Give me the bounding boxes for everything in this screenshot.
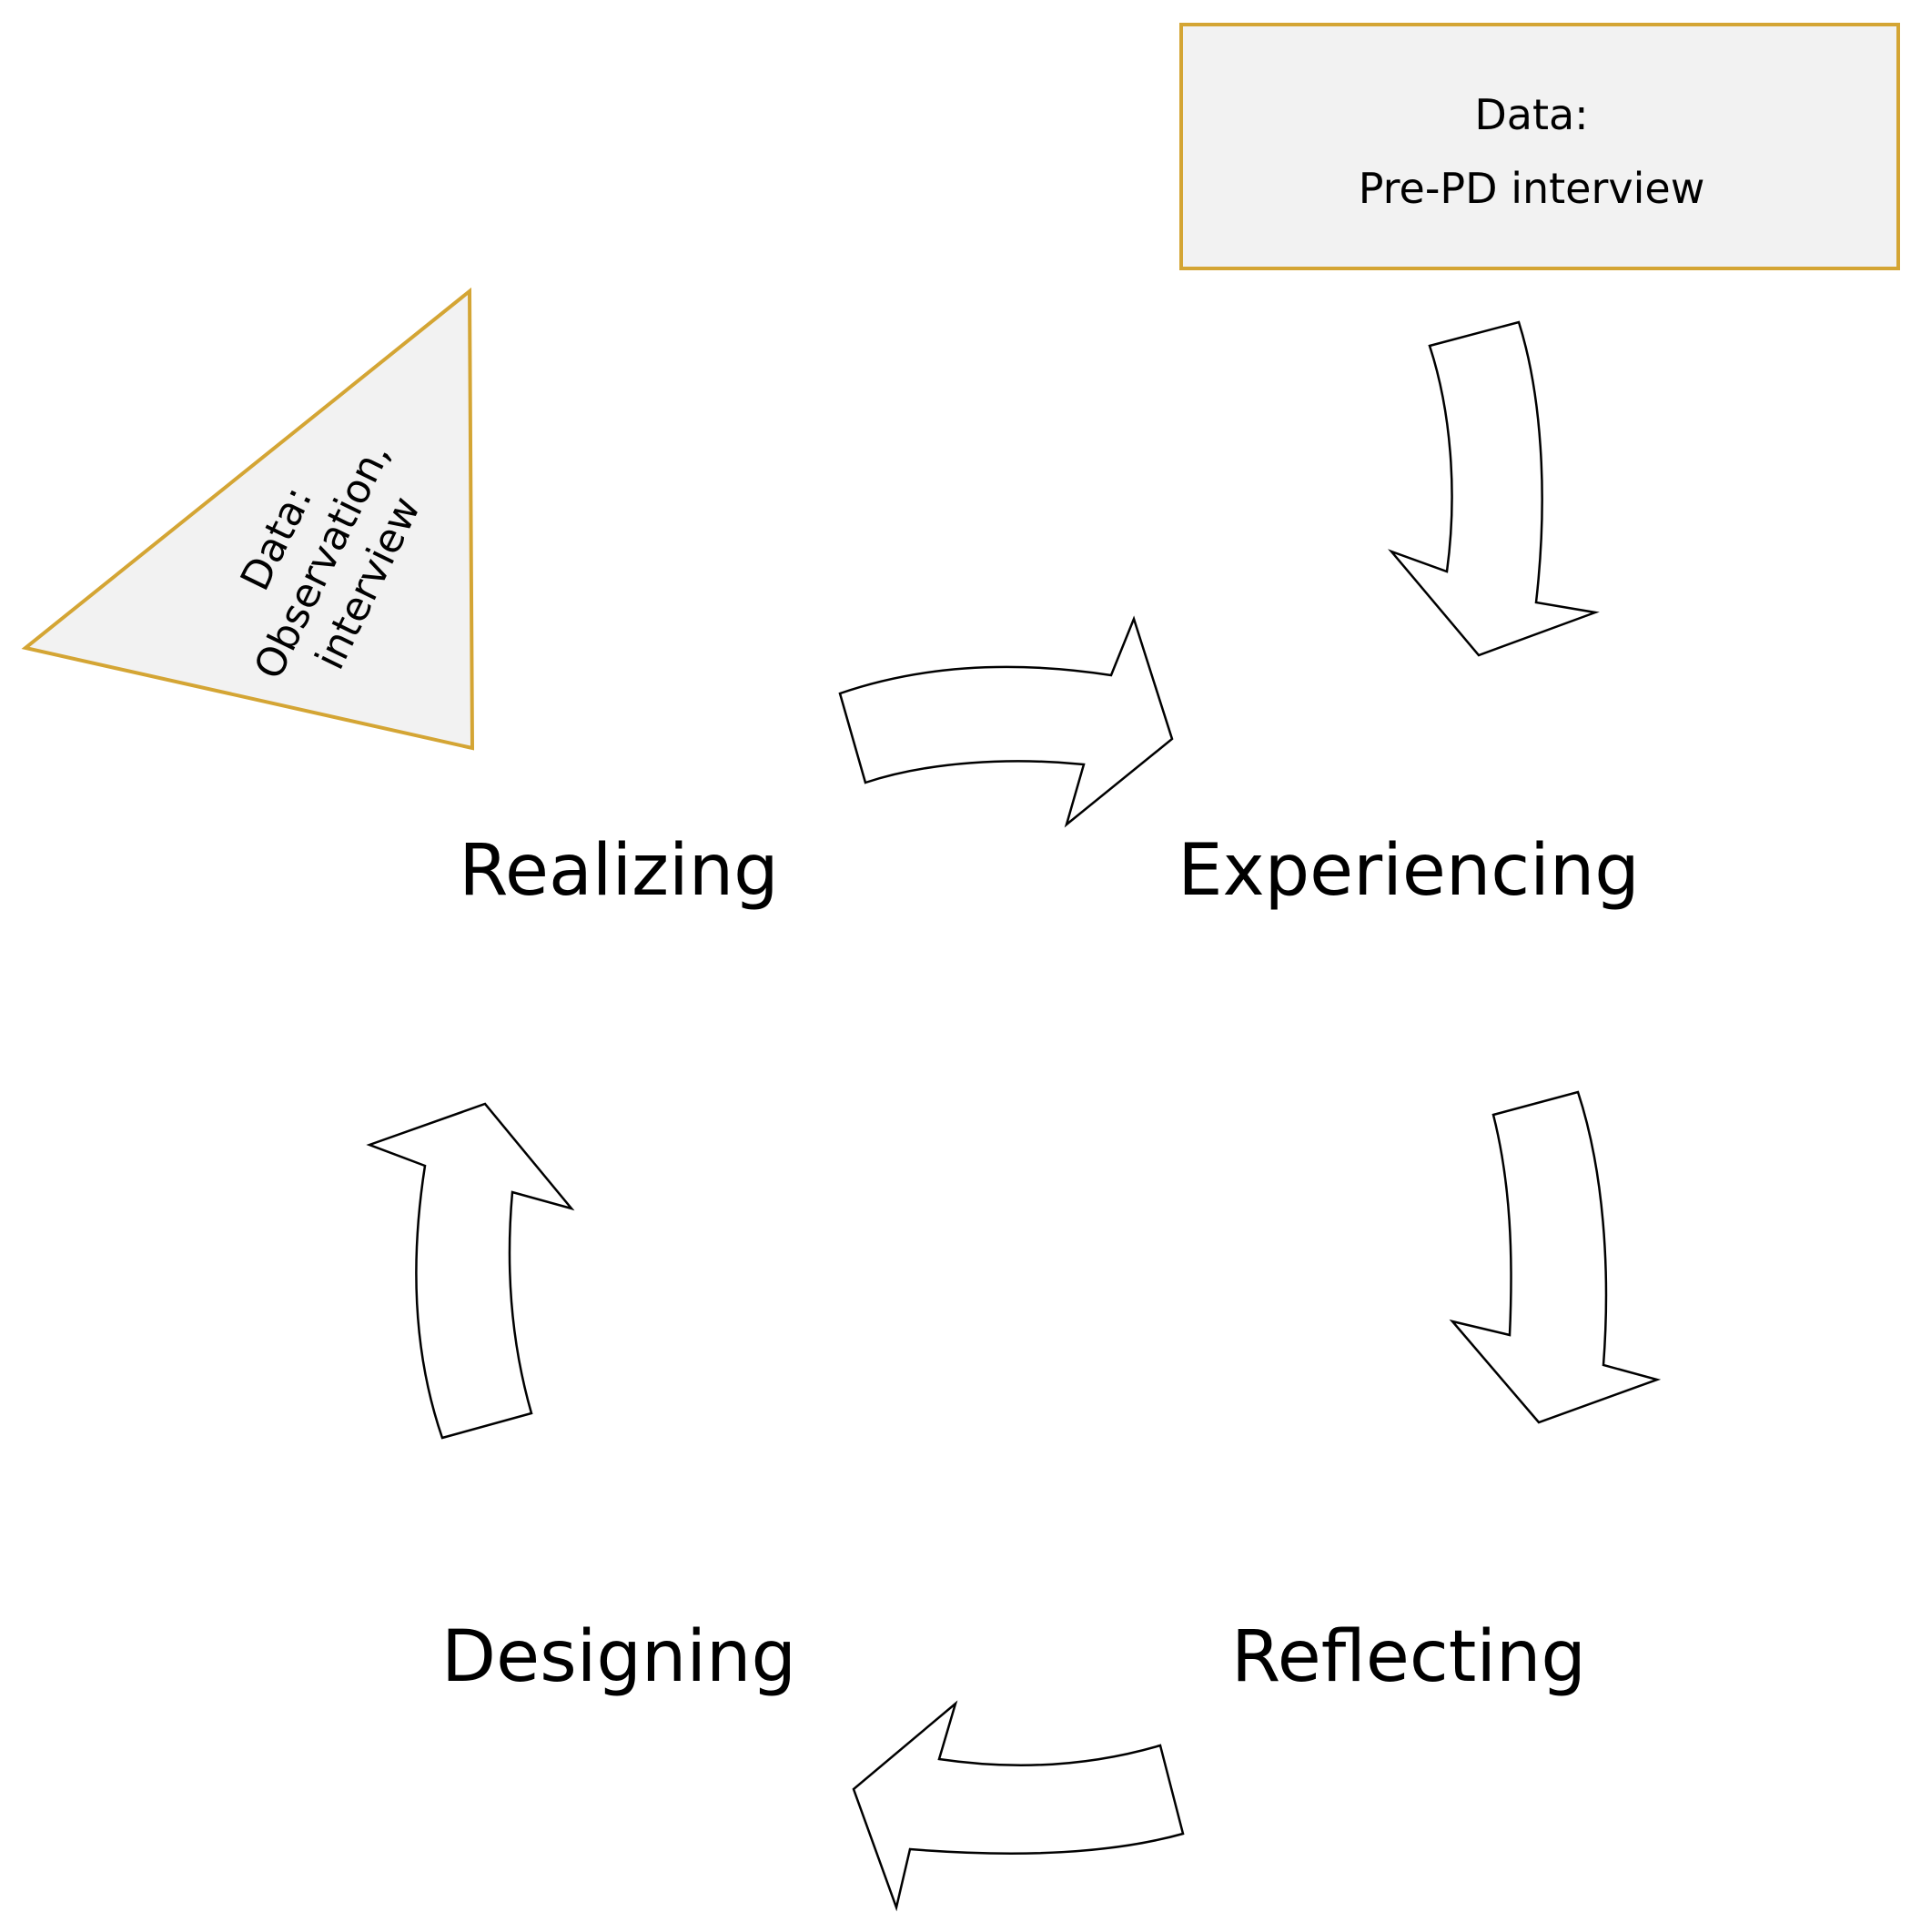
- arrow-reflecting-to-designing: [852, 1700, 1185, 1912]
- arrow-realizing-to-experiencing: [838, 615, 1174, 828]
- data-box-pre-pd: Data: Pre-PD interview: [1179, 23, 1900, 270]
- arrow-experiencing-to-reflecting: [1449, 1090, 1662, 1424]
- data-triangle-observation: Data: Observation, interview: [21, 287, 475, 751]
- data-box-line-1: Data:: [1474, 90, 1588, 139]
- data-triangle-shape: [21, 287, 475, 751]
- data-box-line-2: Pre-PD interview: [1359, 164, 1705, 213]
- stage-label-experiencing: Experiencing: [1178, 830, 1640, 912]
- data-box-shape: [1179, 23, 1900, 270]
- stage-label-designing: Designing: [441, 1616, 796, 1698]
- arrow-designing-to-realizing: [366, 1102, 575, 1440]
- stage-label-realizing: Realizing: [459, 830, 778, 912]
- stage-label-reflecting: Reflecting: [1231, 1616, 1586, 1698]
- arrow-data-to-experiencing: [1388, 320, 1600, 657]
